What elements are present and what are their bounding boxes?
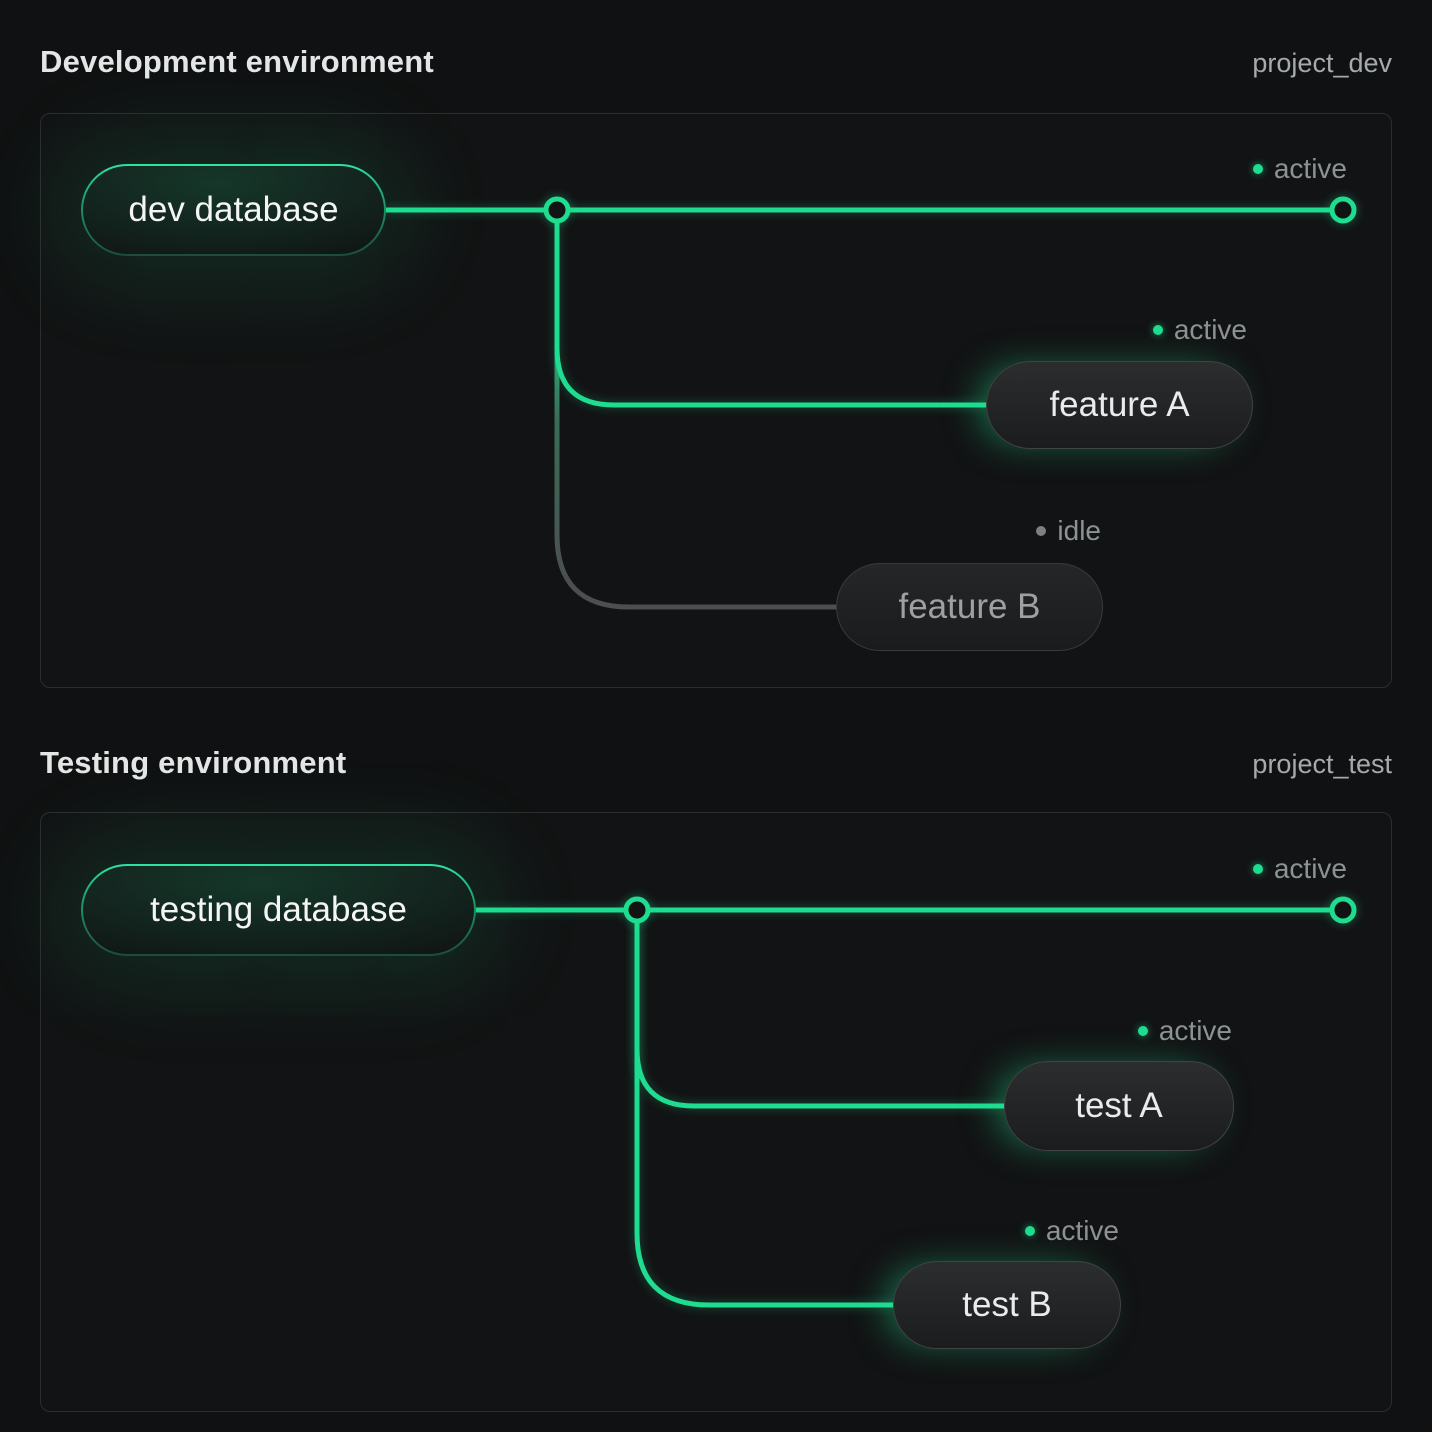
status-label: active (1045, 1215, 1119, 1246)
project-name-label: project_dev (1252, 48, 1392, 78)
test-b-branch-line (634, 910, 895, 1308)
branch-junction-icon (543, 196, 571, 224)
active-status-dot-icon (1137, 1026, 1148, 1036)
branch-junction-icon (623, 896, 651, 924)
status-label: idle (1057, 515, 1101, 546)
branch-endpoint-icon (1329, 896, 1357, 924)
main-branch-status-badge: active (1252, 853, 1347, 884)
dev-database-label: dev database (128, 190, 339, 229)
feature-a-node: feature A (986, 361, 1253, 449)
test-branch-graph (476, 896, 1357, 1308)
status-label: active (1273, 853, 1347, 884)
test-a-label: test A (1075, 1086, 1163, 1125)
status-label: active (1158, 1015, 1232, 1046)
test-environment-header: Testing environment project_test (40, 745, 1392, 782)
testing-database-label: testing database (150, 890, 407, 929)
active-status-dot-icon (1024, 1226, 1035, 1236)
feature-b-node: feature B (836, 563, 1103, 651)
feature-b-label: feature B (898, 587, 1041, 626)
idle-status-dot-icon (1036, 526, 1047, 536)
test-a-node: test A (1004, 1061, 1234, 1151)
dev-environment-panel: dev database active active feature A idl… (40, 113, 1392, 688)
test-b-status-badge: active (1024, 1215, 1119, 1246)
active-status-dot-icon (1152, 325, 1163, 335)
active-status-dot-icon (1252, 164, 1263, 174)
active-status-dot-icon (1252, 864, 1263, 874)
feature-a-label: feature A (1049, 385, 1190, 424)
project-name-label: project_test (1252, 749, 1392, 779)
feature-a-status-badge: active (1152, 314, 1247, 345)
dev-database-node: dev database (81, 164, 386, 256)
feature-b-status-badge: idle (1036, 516, 1101, 546)
status-label: active (1273, 153, 1347, 184)
main-branch-status-badge: active (1252, 153, 1347, 184)
feature-a-branch-line (554, 210, 988, 408)
test-a-status-badge: active (1137, 1015, 1232, 1046)
page-title: Development environment (40, 44, 434, 79)
dev-branch-graph (386, 196, 1357, 610)
feature-b-branch-line (554, 210, 838, 610)
test-environment-panel: testing database active active test A ac… (40, 812, 1392, 1412)
dev-environment-header: Development environment project_dev (40, 0, 1392, 81)
page-title: Testing environment (40, 745, 347, 780)
test-b-node: test B (893, 1261, 1121, 1349)
status-label: active (1173, 314, 1247, 345)
test-b-label: test B (962, 1285, 1052, 1324)
test-a-branch-line (634, 910, 1006, 1109)
branch-endpoint-icon (1329, 196, 1357, 224)
testing-database-node: testing database (81, 864, 476, 956)
